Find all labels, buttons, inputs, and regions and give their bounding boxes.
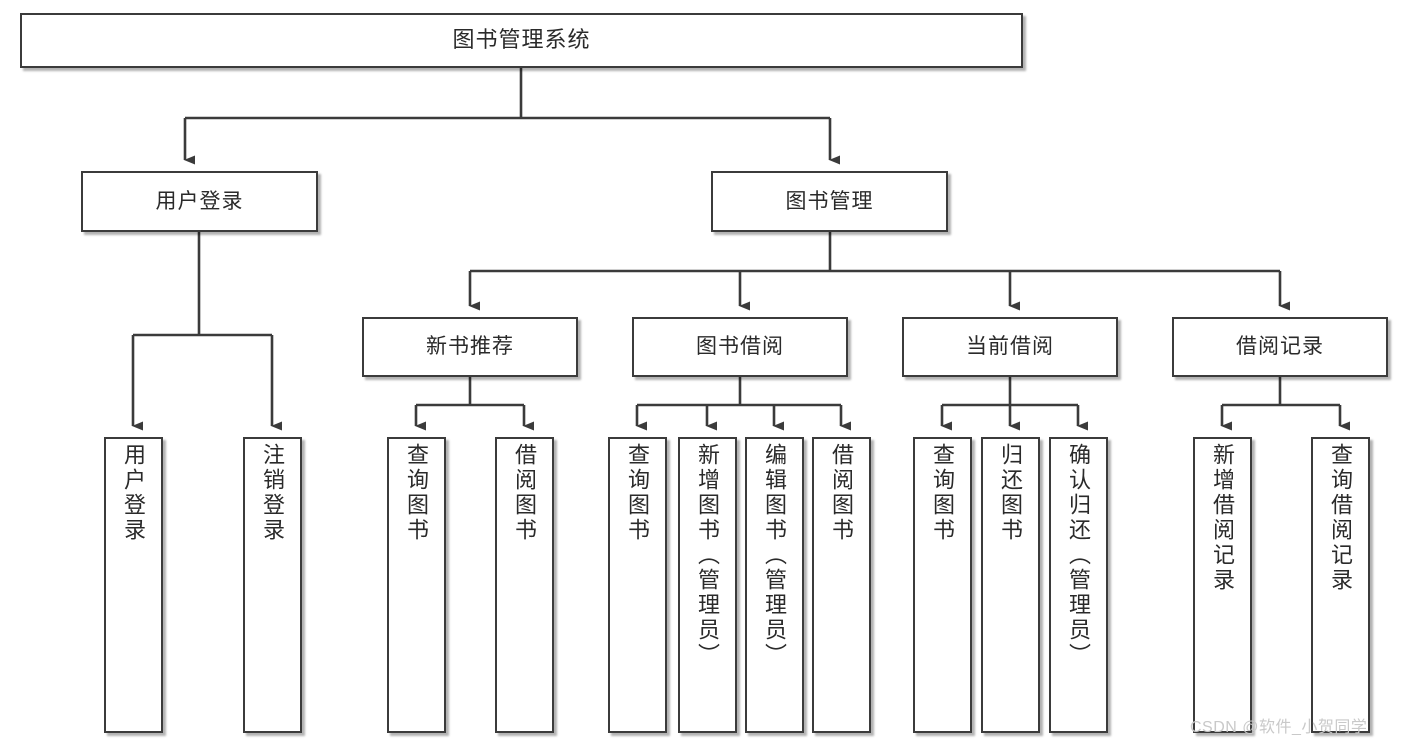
node-book-borrow[interactable]: 图书借阅 <box>632 317 848 377</box>
node-leaf-return-book-label: 归还图书 <box>998 443 1024 543</box>
node-leaf-return-book[interactable]: 归还图书 <box>981 437 1040 733</box>
node-current-borrow-label: 当前借阅 <box>966 335 1054 359</box>
node-book-borrow-label: 图书借阅 <box>696 335 784 359</box>
node-user-login[interactable]: 用户登录 <box>81 171 318 232</box>
node-leaf-query-book-1-label: 查询图书 <box>404 443 430 543</box>
node-leaf-query-book-2-label: 查询图书 <box>625 443 651 543</box>
node-leaf-edit-book-admin[interactable]: 编辑图书（管理员） <box>745 437 804 733</box>
node-leaf-query-book-1[interactable]: 查询图书 <box>387 437 446 733</box>
node-leaf-query-book-2[interactable]: 查询图书 <box>608 437 667 733</box>
node-new-book-recommend[interactable]: 新书推荐 <box>362 317 578 377</box>
node-book-management-label: 图书管理 <box>785 189 874 213</box>
node-root-label: 图书管理系统 <box>452 27 591 53</box>
node-new-book-recommend-label: 新书推荐 <box>426 335 514 359</box>
node-leaf-logout-login-label: 注销登录 <box>260 443 286 543</box>
node-leaf-query-book-3[interactable]: 查询图书 <box>913 437 972 733</box>
node-leaf-borrow-book-1[interactable]: 借阅图书 <box>495 437 554 733</box>
node-leaf-user-login[interactable]: 用户登录 <box>104 437 163 733</box>
node-leaf-confirm-return-admin[interactable]: 确认归还（管理员） <box>1049 437 1108 733</box>
node-leaf-logout-login[interactable]: 注销登录 <box>243 437 302 733</box>
node-leaf-borrow-book-1-label: 借阅图书 <box>512 443 538 543</box>
node-leaf-borrow-book-2[interactable]: 借阅图书 <box>812 437 871 733</box>
node-leaf-query-borrow-record[interactable]: 查询借阅记录 <box>1311 437 1370 733</box>
node-root[interactable]: 图书管理系统 <box>20 13 1023 68</box>
node-leaf-user-login-label: 用户登录 <box>121 443 147 543</box>
node-leaf-edit-book-admin-label: 编辑图书（管理员） <box>762 443 788 668</box>
node-leaf-borrow-book-2-label: 借阅图书 <box>829 443 855 543</box>
node-user-login-label: 用户登录 <box>155 189 244 213</box>
node-borrow-record-label: 借阅记录 <box>1236 335 1324 359</box>
node-book-management[interactable]: 图书管理 <box>711 171 948 232</box>
node-leaf-confirm-return-admin-label: 确认归还（管理员） <box>1066 443 1092 668</box>
node-leaf-query-book-3-label: 查询图书 <box>930 443 956 543</box>
node-leaf-add-book-admin-label: 新增图书（管理员） <box>695 443 721 668</box>
node-leaf-add-borrow-record[interactable]: 新增借阅记录 <box>1193 437 1252 733</box>
csdn-watermark: CSDN @软件_小贺同学 <box>1190 719 1368 736</box>
node-current-borrow[interactable]: 当前借阅 <box>902 317 1118 377</box>
node-leaf-query-borrow-record-label: 查询借阅记录 <box>1328 443 1354 593</box>
node-borrow-record[interactable]: 借阅记录 <box>1172 317 1388 377</box>
node-leaf-add-borrow-record-label: 新增借阅记录 <box>1210 443 1236 593</box>
node-leaf-add-book-admin[interactable]: 新增图书（管理员） <box>678 437 737 733</box>
